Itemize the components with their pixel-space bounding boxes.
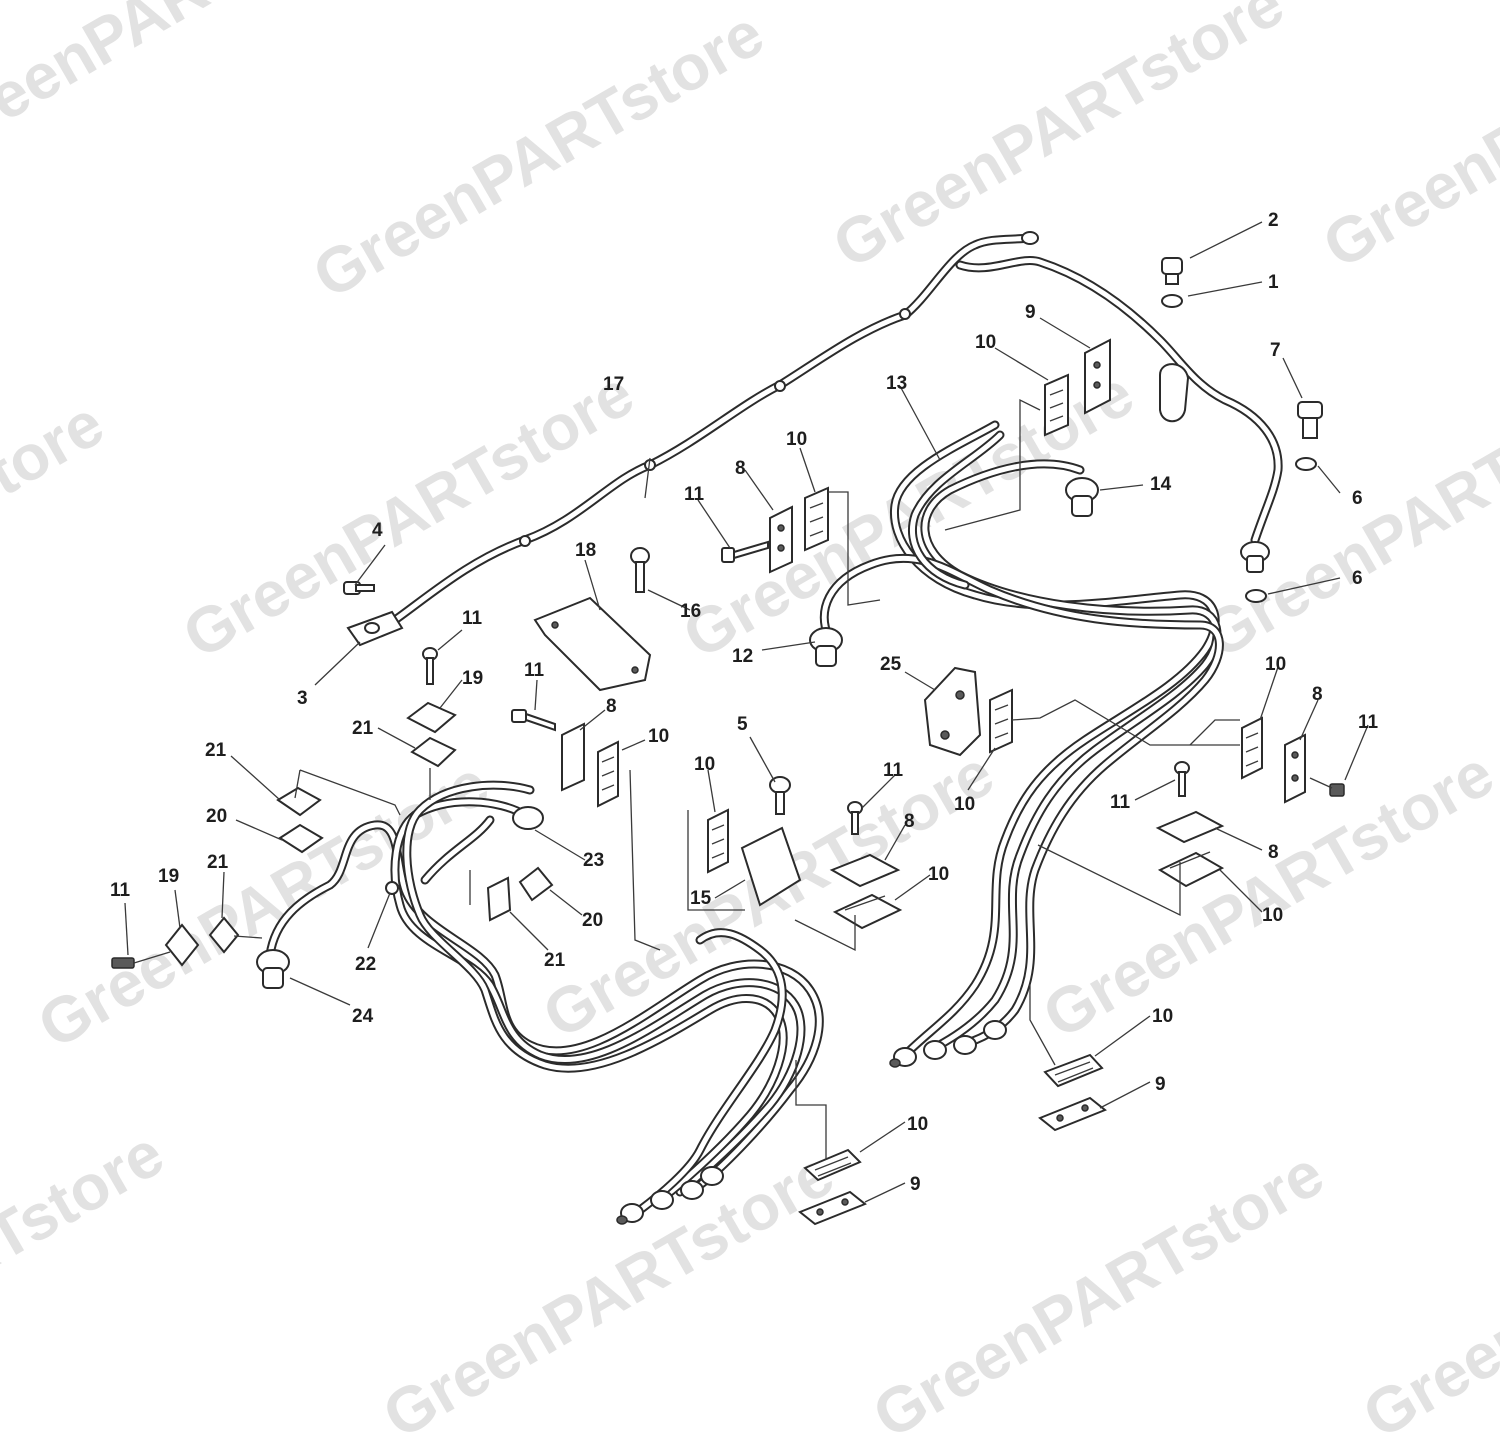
nozzle-parts xyxy=(256,257,1323,989)
callout-19: 19 xyxy=(158,866,179,887)
callout-10: 10 xyxy=(648,726,669,747)
callout-10: 10 xyxy=(786,429,807,450)
watermark-text: GreenPARTstore xyxy=(1351,1137,1500,1448)
callout-11: 11 xyxy=(462,608,483,629)
callout-10: 10 xyxy=(907,1114,928,1135)
callout-25: 25 xyxy=(880,654,902,675)
injection-line-bundle-left xyxy=(265,780,824,1225)
callout-14: 14 xyxy=(1150,474,1172,495)
callout-8: 8 xyxy=(1268,842,1279,863)
callout-10: 10 xyxy=(928,864,949,885)
callout-7: 7 xyxy=(1270,340,1281,361)
callout-3: 3 xyxy=(297,688,308,709)
watermark-text: GreenPARTstore xyxy=(1311,0,1500,282)
callout-10: 10 xyxy=(694,754,715,775)
callout-1: 1 xyxy=(1268,272,1279,293)
callout-20: 20 xyxy=(582,910,603,931)
callout-18: 18 xyxy=(575,540,596,561)
callout-11: 11 xyxy=(883,760,904,781)
callout-9: 9 xyxy=(1155,1074,1166,1095)
callout-6: 6 xyxy=(1352,488,1363,509)
callout-11: 11 xyxy=(1358,712,1379,733)
leader-lines xyxy=(124,221,1369,1203)
callout-5: 5 xyxy=(737,714,748,735)
callout-8: 8 xyxy=(735,458,746,479)
watermark-text: GreenPARTstore xyxy=(0,1117,175,1432)
callout-11: 11 xyxy=(1110,792,1131,813)
callout-13: 13 xyxy=(886,373,907,394)
callout-19: 19 xyxy=(462,668,483,689)
watermark-text: GreenPARTstore xyxy=(861,1137,1335,1448)
watermark-text: GreenPARTstore xyxy=(0,0,385,172)
callout-11: 11 xyxy=(684,484,705,505)
callout-24: 24 xyxy=(352,1006,374,1027)
callout-15: 15 xyxy=(690,888,712,909)
callout-17: 17 xyxy=(603,374,624,395)
callout-10: 10 xyxy=(1262,905,1283,926)
watermark-text: GreenPARTstore xyxy=(0,387,115,702)
watermark-text: GreenPARTstore xyxy=(1031,737,1500,1052)
callout-10: 10 xyxy=(975,332,996,353)
callout-8: 8 xyxy=(1312,684,1323,705)
clamp-parts xyxy=(111,338,1345,1226)
callout-2: 2 xyxy=(1268,210,1279,231)
callout-8: 8 xyxy=(904,811,915,832)
callout-16: 16 xyxy=(680,601,701,622)
callout-10: 10 xyxy=(1265,654,1286,675)
callout-21: 21 xyxy=(544,950,566,971)
callout-11: 11 xyxy=(110,880,131,901)
callout-11: 11 xyxy=(524,660,545,681)
callout-21: 21 xyxy=(207,852,229,873)
callout-9: 9 xyxy=(1025,302,1036,323)
callout-23: 23 xyxy=(583,850,604,871)
callout-22: 22 xyxy=(355,954,376,975)
callout-6: 6 xyxy=(1352,568,1363,589)
watermark-text: GreenPARTstore xyxy=(301,0,775,312)
watermark-text: GreenPARTstore xyxy=(821,0,1295,282)
callout-labels: 2 1 7 6 6 9 10 13 14 17 10 8 11 18 16 12… xyxy=(110,210,1379,1195)
callout-12: 12 xyxy=(732,646,753,667)
callout-20: 20 xyxy=(206,806,227,827)
leak-off-line xyxy=(390,231,1283,625)
callout-9: 9 xyxy=(910,1174,921,1195)
callout-10: 10 xyxy=(954,794,975,815)
callout-21: 21 xyxy=(205,740,227,761)
callout-21: 21 xyxy=(352,718,374,739)
callout-10: 10 xyxy=(1152,1006,1173,1027)
callout-4: 4 xyxy=(372,520,383,541)
injection-line-bundle-right xyxy=(819,420,1224,1068)
callout-8: 8 xyxy=(606,696,617,717)
watermark-text: GreenPARTstore xyxy=(26,747,500,1062)
watermark-text: GreenPARTstore xyxy=(371,1137,845,1448)
